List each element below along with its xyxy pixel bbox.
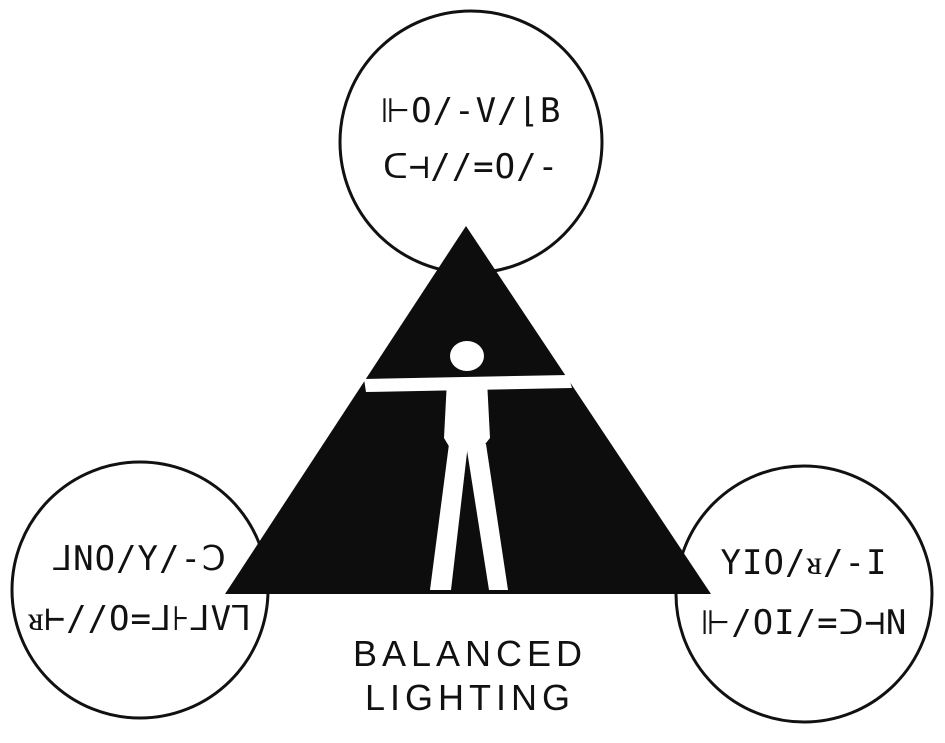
human-figure-icon: [364, 341, 572, 590]
top-node-line1: ⊩O/-V/⌊B: [381, 91, 562, 131]
top-circle-node: ⊩O/-V/⌊B ᑕ⊣//=O/-: [338, 9, 604, 275]
right-node-line1: YIO/ᴚ/-I: [721, 543, 888, 583]
caption-line2: LIGHTING: [365, 677, 575, 718]
left-node-line1: ⅃NO/Y/-Ↄ: [53, 539, 227, 579]
top-node-line2: ᑕ⊣//=O/-: [383, 147, 559, 187]
right-node-line2: ⊩/OI/=ᑐ⊣N: [701, 603, 908, 643]
caption-line1: BALANCED: [353, 633, 587, 674]
left-node-line2: ᴚ⊢//O=⅃⊦⅃V⅂: [28, 599, 252, 639]
right-circle-node: YIO/ᴚ/-I ⊩/OI/=ᑐ⊣N: [674, 464, 934, 724]
